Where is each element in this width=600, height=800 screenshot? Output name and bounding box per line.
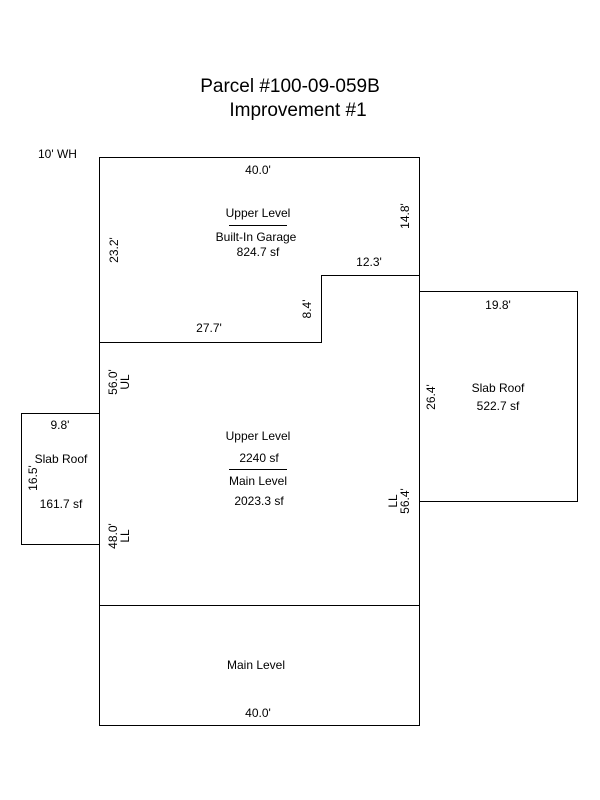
- slab-left-top-dimension: 9.8': [51, 418, 70, 432]
- main-lower-level-area: 2023.3 sf: [234, 494, 284, 508]
- slab-right-top-dimension: 19.8': [485, 298, 511, 312]
- garage-type-label: Built-In Garage: [216, 230, 297, 244]
- slab-right-area: 522.7 sf: [477, 399, 520, 413]
- main-left-upper-code: UL: [118, 374, 132, 390]
- bottom-level-label: Main Level: [227, 658, 285, 672]
- parcel-title: Parcel #100-09-059B: [200, 76, 380, 97]
- slab-right-side-dimension: 26.4': [424, 384, 438, 410]
- main-right-dimension: 56.4': [398, 488, 412, 514]
- improvement-title: Improvement #1: [229, 100, 366, 121]
- main-left-lower-code: LL: [118, 529, 132, 543]
- main-upper-level-label: Upper Level: [226, 429, 291, 443]
- slab-right-label: Slab Roof: [472, 381, 525, 395]
- garage-area: 824.7 sf: [237, 245, 280, 259]
- garage-top-dimension: 40.0': [245, 163, 271, 177]
- slab-left-label: Slab Roof: [35, 452, 88, 466]
- main-left-upper-dimension: 56.0': [106, 369, 120, 395]
- garage-bottom-dimension: 27.7': [196, 321, 222, 335]
- main-upper-level-area: 2240 sf: [239, 451, 279, 465]
- garage-left-dimension: 23.2': [107, 237, 121, 263]
- main-left-lower-dimension: 48.0': [106, 523, 120, 549]
- bottom-dimension: 40.0': [245, 706, 271, 720]
- slab-roof-left-outline: [21, 413, 100, 545]
- garage-step-vertical-dimension: 8.4': [300, 300, 314, 319]
- garage-right-dimension: 14.8': [398, 203, 412, 229]
- main-right-code: LL: [386, 494, 400, 508]
- garage-outline: [99, 275, 420, 343]
- slab-left-area: 161.7 sf: [40, 497, 83, 511]
- garage-step-top-dimension: 12.3': [356, 255, 382, 269]
- slab-left-side-dimension: 16.5': [26, 465, 40, 491]
- slab-roof-right-outline: [419, 291, 578, 502]
- wall-height-note: 10' WH: [38, 147, 77, 161]
- garage-level-label: Upper Level: [226, 206, 291, 220]
- main-lower-level-label: Main Level: [229, 474, 287, 488]
